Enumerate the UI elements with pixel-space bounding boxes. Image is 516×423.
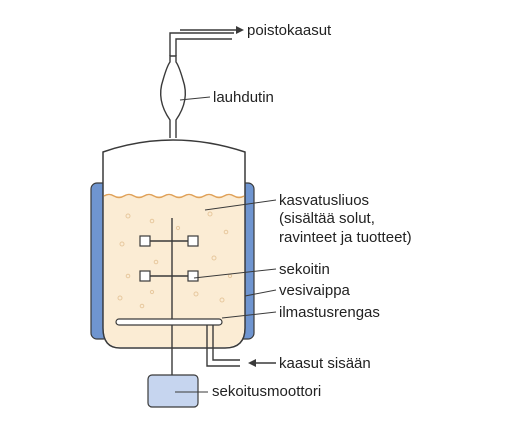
label-medium-2: (sisältää solut, (279, 210, 375, 227)
label-medium-3: ravinteet ja tuotteet) (279, 229, 412, 246)
aeration-ring (115, 318, 223, 326)
label-stirrer: sekoitin (279, 261, 330, 278)
label-medium-1: kasvatusliuos (279, 192, 369, 209)
condenser (160, 55, 186, 128)
medium-surface (103, 193, 245, 199)
exhaust-arrowhead (236, 26, 244, 34)
stirrer-motor (147, 374, 199, 408)
label-gas-in: kaasut sisään (279, 355, 371, 372)
leader-lines (175, 96, 277, 393)
culture-medium (104, 196, 244, 347)
exhaust-pipe (169, 32, 234, 56)
stirrer (139, 235, 199, 282)
gas-inlet-pipe (206, 325, 240, 367)
label-condenser: lauhdutin (213, 89, 274, 106)
label-aeration-ring: ilmastusrengas (279, 304, 380, 321)
label-water-jacket: vesivaippa (279, 282, 351, 299)
label-exhaust: poistokaasut (247, 22, 332, 39)
outlet-pipe (169, 128, 177, 138)
label-motor: sekoitusmoottori (212, 383, 321, 400)
gas-bubbles (117, 211, 233, 309)
gas-in-arrowhead (248, 359, 256, 367)
